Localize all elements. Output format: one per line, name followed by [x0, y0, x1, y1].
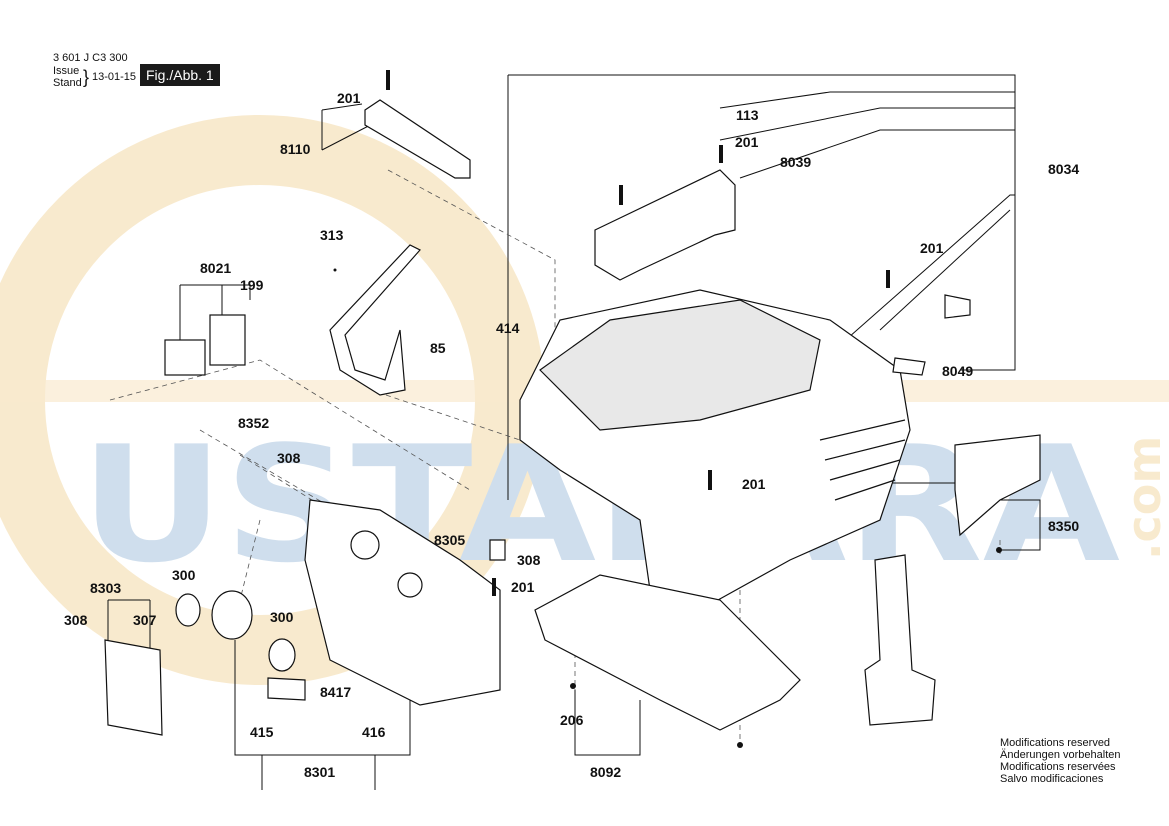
- callout-8352: 8352: [238, 415, 269, 431]
- knobs-300: [175, 590, 296, 672]
- watermark-ring: [0, 115, 545, 685]
- notice-line-es: Salvo modificaciones: [1000, 773, 1104, 785]
- hose-clip-85: [329, 244, 421, 396]
- modifications-notice: Modifications reserved Änderungen vorbeh…: [1000, 737, 1120, 785]
- callout-8034: 8034: [1048, 161, 1079, 177]
- base-plate-8092: [534, 574, 801, 731]
- doc-number: 3 601 J C3 300: [53, 52, 128, 64]
- callout-313: 313: [320, 227, 344, 243]
- screws: [333, 70, 1002, 748]
- callout-8021: 8021: [200, 260, 231, 276]
- callout-201-a: 201: [337, 90, 361, 106]
- callout-labels: 201 8110 313 8021 199 85 8352 308 300 83…: [64, 90, 1079, 780]
- callout-308-b: 308: [64, 612, 88, 628]
- notice-line-fr: Modifications reservées: [1000, 761, 1116, 773]
- handle-grip-8110: [364, 99, 471, 179]
- main-housing: [519, 289, 911, 611]
- notice-line-de: Änderungen vorbehalten: [1000, 749, 1121, 761]
- callout-300-a: 300: [172, 567, 196, 583]
- socket-8303: [104, 639, 163, 736]
- callout-300-b: 300: [270, 609, 294, 625]
- callout-85: 85: [430, 340, 446, 356]
- stand-label: Stand: [53, 77, 82, 89]
- callout-8301: 8301: [304, 764, 335, 780]
- callout-308-c: 308: [517, 552, 541, 568]
- brace: }: [83, 67, 90, 87]
- labels-and-plates: [267, 294, 971, 701]
- watermark-suffix: .com: [1117, 436, 1169, 560]
- callout-415: 415: [250, 724, 274, 740]
- callout-416: 416: [362, 724, 386, 740]
- callout-201-d: 201: [920, 240, 944, 256]
- callout-201-e: 201: [742, 476, 766, 492]
- callout-201-c: 201: [735, 134, 759, 150]
- callout-199: 199: [240, 277, 264, 293]
- switch-8021: [164, 314, 246, 376]
- front-cover-8301: [304, 499, 501, 706]
- callout-8303: 8303: [90, 580, 121, 596]
- callout-8092: 8092: [590, 764, 621, 780]
- callout-307: 307: [133, 612, 157, 628]
- leader-lines: [107, 74, 1041, 790]
- callout-113: 113: [736, 107, 759, 123]
- issue-label: Issue: [53, 65, 80, 77]
- filter-8350: [954, 434, 1041, 537]
- callout-308-a: 308: [277, 450, 301, 466]
- callout-8039: 8039: [780, 154, 811, 170]
- carry-handle-8039: [594, 169, 736, 281]
- hose-handle: [864, 554, 936, 726]
- issue-date: 13-01-15: [92, 71, 137, 83]
- callout-206: 206: [560, 712, 584, 728]
- callout-8350: 8350: [1048, 518, 1079, 534]
- callout-8417: 8417: [320, 684, 351, 700]
- callout-8049: 8049: [942, 363, 973, 379]
- callout-414: 414: [496, 320, 520, 336]
- figure-tag: Fig./Abb. 1: [140, 64, 220, 86]
- callout-201-b: 201: [511, 579, 535, 595]
- callout-8305: 8305: [434, 532, 465, 548]
- notice-line-en: Modifications reserved: [1000, 737, 1111, 749]
- callout-8110: 8110: [280, 141, 311, 157]
